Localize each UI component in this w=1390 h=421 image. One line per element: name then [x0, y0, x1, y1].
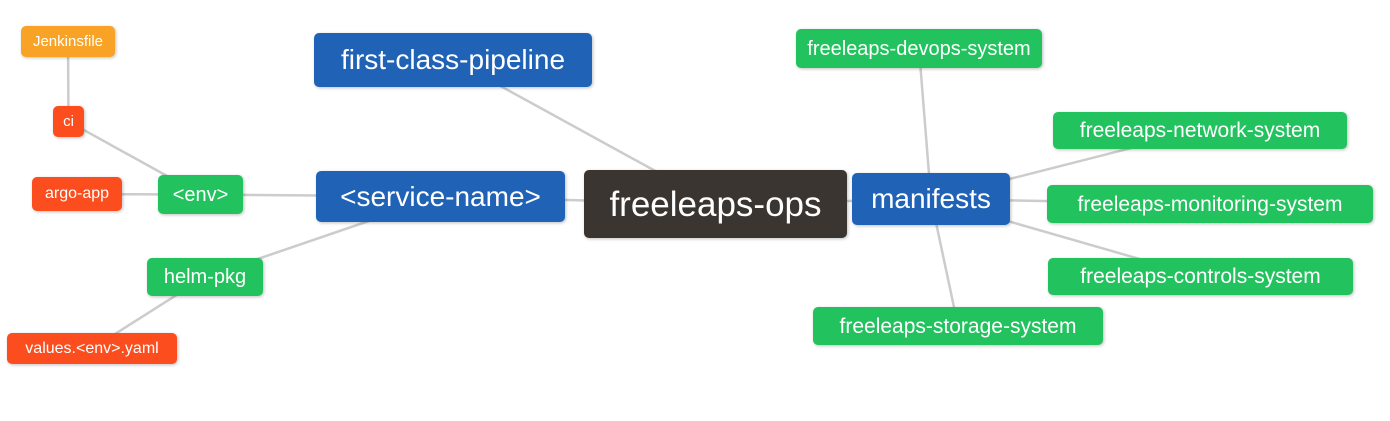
- node-label: first-class-pipeline: [340, 44, 566, 75]
- node-freeleaps-ops[interactable]: freeleaps-ops: [584, 170, 847, 238]
- node-label: freeleaps-monitoring-system: [1077, 192, 1343, 216]
- node-label: <service-name>: [340, 180, 541, 212]
- node-service-name[interactable]: <service-name>: [316, 171, 565, 222]
- node-label: manifests: [871, 183, 991, 214]
- node-label: ci: [63, 113, 74, 130]
- node-env[interactable]: <env>: [158, 175, 243, 214]
- node-ci[interactable]: ci: [53, 106, 84, 137]
- node-label: freeleaps-network-system: [1079, 119, 1321, 142]
- node-network-system[interactable]: freeleaps-network-system: [1053, 112, 1347, 149]
- node-argo-app[interactable]: argo-app: [32, 177, 122, 211]
- node-label: Jenkinsfile: [32, 33, 104, 50]
- node-jenkinsfile[interactable]: Jenkinsfile: [21, 26, 115, 57]
- node-label: freeleaps-storage-system: [839, 314, 1077, 338]
- node-label: <env>: [172, 183, 229, 206]
- node-storage-system[interactable]: freeleaps-storage-system: [813, 307, 1103, 345]
- node-first-class-pipeline[interactable]: first-class-pipeline: [314, 33, 592, 87]
- node-label: helm-pkg: [163, 266, 247, 288]
- node-label: freeleaps-ops: [609, 184, 822, 224]
- node-label: freeleaps-devops-system: [807, 37, 1031, 60]
- node-label: argo-app: [44, 185, 110, 202]
- node-label: values.<env>.yaml: [25, 339, 159, 357]
- node-label: freeleaps-controls-system: [1080, 265, 1321, 288]
- node-devops-system[interactable]: freeleaps-devops-system: [796, 29, 1042, 68]
- node-manifests[interactable]: manifests: [852, 173, 1010, 225]
- node-controls-system[interactable]: freeleaps-controls-system: [1048, 258, 1353, 295]
- node-helm-pkg[interactable]: helm-pkg: [147, 258, 263, 296]
- node-monitoring-system[interactable]: freeleaps-monitoring-system: [1047, 185, 1373, 223]
- node-values-env-yaml[interactable]: values.<env>.yaml: [7, 333, 177, 364]
